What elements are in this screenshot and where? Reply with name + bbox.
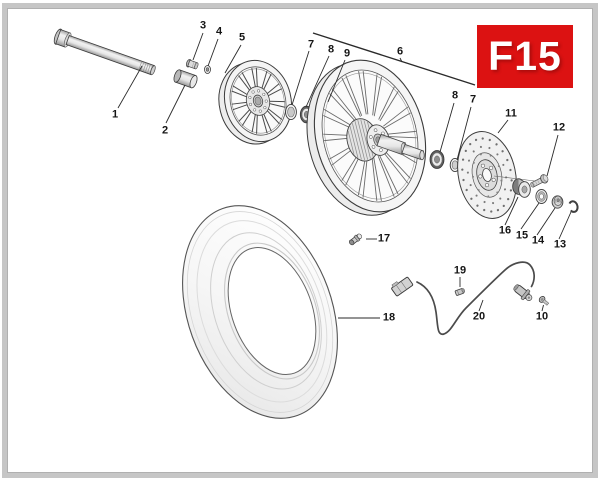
part-1-axle [53, 28, 156, 76]
part-14-nut [551, 195, 564, 209]
callout-15: 15 [515, 229, 529, 242]
part-18-tire [182, 205, 338, 419]
part-12-bolt [530, 174, 549, 188]
part-19-cable-clip [454, 288, 465, 296]
part-13-circlip [568, 200, 579, 213]
part-6-front-wheel [306, 59, 427, 216]
callout-10: 10 [535, 310, 549, 323]
callout-19: 19 [453, 264, 467, 277]
part-7-seal-left [285, 103, 297, 121]
callout-18: 18 [382, 311, 396, 324]
callout-7-right: 7 [469, 93, 477, 106]
part-4-washer [204, 65, 211, 74]
callout-14: 14 [531, 234, 545, 247]
callout-3: 3 [199, 19, 207, 32]
callout-8-right: 8 [451, 89, 459, 102]
callout-8-left: 8 [327, 43, 335, 56]
callout-6: 6 [396, 45, 404, 58]
part-8-bearing-right [429, 150, 445, 169]
callout-11: 11 [505, 107, 517, 120]
part-20-speed-sensor-cable [391, 261, 535, 336]
part-17-valve [349, 233, 362, 246]
part-2-spacer [173, 69, 198, 89]
callout-12: 12 [552, 121, 566, 134]
part-15-washer [535, 189, 548, 204]
callout-16: 16 [498, 224, 512, 237]
part-11-brake-disc [457, 131, 517, 219]
callout-7-left: 7 [307, 38, 315, 51]
wheel-hub-shaft [376, 133, 425, 161]
callout-13: 13 [553, 238, 567, 251]
callout-17: 17 [377, 232, 391, 245]
part-5-wheel-hub-cover [218, 59, 293, 145]
leader-6-main [312, 32, 476, 86]
callout-1: 1 [111, 108, 119, 121]
part-16-bushing [512, 178, 531, 198]
part-10-screw [538, 296, 550, 306]
callout-20: 20 [472, 310, 486, 323]
callout-2: 2 [161, 124, 169, 137]
callout-4: 4 [215, 25, 223, 38]
sensor-connector [391, 276, 414, 297]
leader-lines [117, 32, 572, 319]
callout-9: 9 [343, 47, 351, 60]
part-3-bolt [185, 58, 199, 70]
page-code-badge: F15 [477, 25, 573, 88]
callout-5: 5 [238, 31, 246, 44]
sensor-head [513, 284, 533, 301]
